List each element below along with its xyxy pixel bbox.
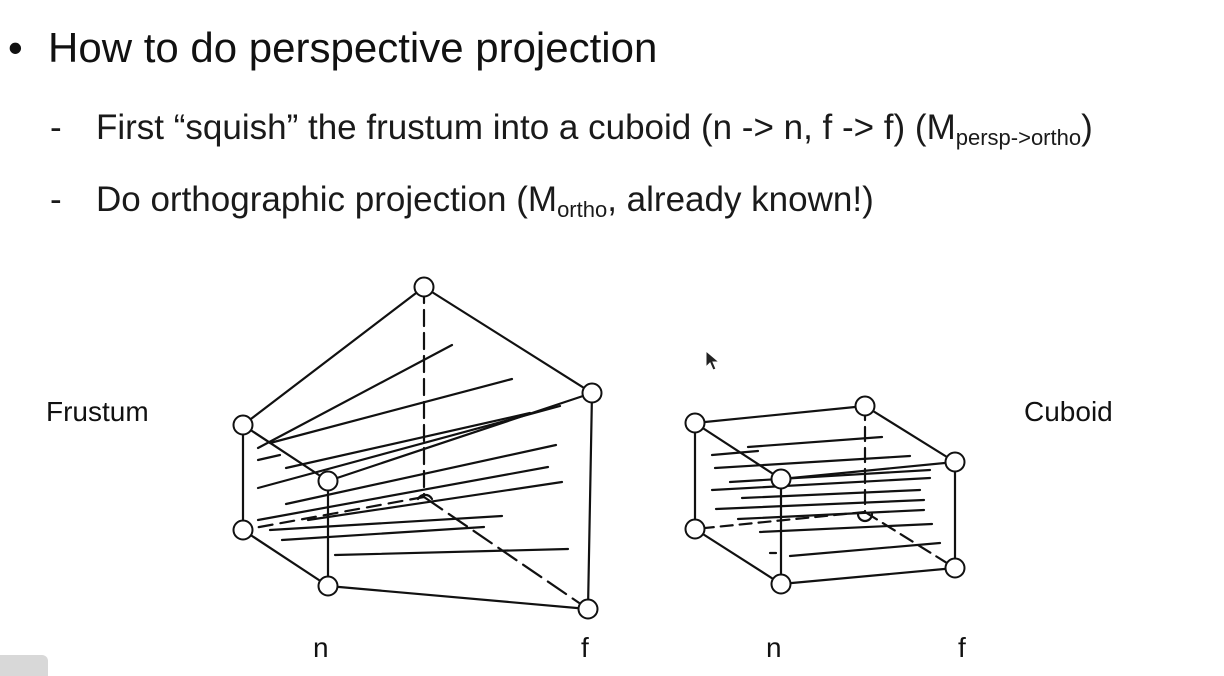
sub-bullet-text: Do orthographic projection (M bbox=[96, 180, 558, 219]
frustum-streak bbox=[284, 443, 558, 506]
frustum-shape bbox=[241, 285, 594, 611]
frustum-vertices bbox=[232, 276, 603, 620]
frustum-edge bbox=[241, 423, 330, 483]
cuboid-vertex bbox=[944, 557, 966, 579]
frustum-edge bbox=[241, 285, 426, 427]
cuboid-streak bbox=[758, 522, 934, 534]
cuboid-streak bbox=[740, 488, 922, 500]
frustum-vertex bbox=[577, 598, 599, 620]
frustum-vertex bbox=[317, 470, 339, 492]
cuboid-near-label: n bbox=[766, 632, 782, 663]
cuboid-vertices bbox=[684, 395, 966, 595]
frustum-vertex bbox=[317, 575, 339, 597]
cuboid-streak bbox=[788, 541, 942, 558]
mouse-pointer-icon bbox=[705, 350, 721, 371]
cuboid-edge bbox=[693, 527, 783, 586]
frustum-vertex bbox=[581, 382, 603, 404]
cuboid-vertex bbox=[854, 395, 876, 417]
matrix-subscript: ortho bbox=[557, 197, 608, 222]
cuboid-label: Cuboid bbox=[1024, 396, 1113, 427]
cuboid-far-label: f bbox=[958, 632, 966, 663]
cuboid-streak bbox=[713, 454, 912, 470]
cuboid-edge bbox=[779, 566, 957, 586]
cuboid-edge bbox=[693, 404, 867, 425]
cuboid-shape bbox=[693, 404, 957, 586]
frustum-far-label: f bbox=[581, 632, 589, 663]
frustum-vertex bbox=[232, 519, 254, 541]
frustum-label: Frustum bbox=[46, 396, 149, 427]
cuboid-hidden-vertex bbox=[856, 512, 874, 523]
frustum-edge bbox=[326, 391, 594, 483]
sub-bullet-ortho: -Do orthographic projection (Mortho, alr… bbox=[50, 178, 874, 222]
cuboid-streak bbox=[728, 468, 932, 484]
frustum-streak bbox=[256, 404, 562, 490]
frustum-edge bbox=[586, 391, 594, 611]
main-bullet: • How to do perspective projection bbox=[8, 22, 657, 74]
main-bullet-text: How to do perspective projection bbox=[48, 24, 658, 71]
sub-bullet-marker: - bbox=[50, 108, 62, 147]
frustum-hidden-vertex bbox=[416, 493, 434, 501]
frustum-streak bbox=[333, 547, 570, 557]
frustum-streak bbox=[284, 411, 532, 470]
cuboid-streak bbox=[710, 449, 760, 457]
cuboid-vertex bbox=[944, 451, 966, 473]
frustum-streak bbox=[256, 465, 550, 522]
frustum-streak bbox=[268, 514, 504, 532]
sub-bullet-suffix: ) bbox=[1081, 108, 1093, 147]
cuboid-streak bbox=[710, 476, 932, 492]
cuboid-vertex bbox=[770, 573, 792, 595]
frustum-hidden-edge bbox=[422, 495, 590, 611]
cuboid-vertex bbox=[684, 412, 706, 434]
cuboid-vertex bbox=[770, 468, 792, 490]
cuboid-streak bbox=[714, 498, 926, 511]
frustum-near-label: n bbox=[313, 632, 329, 663]
frustum-hidden-edge bbox=[241, 495, 426, 532]
frustum-streak bbox=[256, 343, 454, 450]
webcam-thumbnail bbox=[0, 655, 48, 676]
sub-bullet-text: First “squish” the frustum into a cuboid… bbox=[96, 108, 956, 147]
frustum-vertex bbox=[413, 276, 435, 298]
frustum-edge bbox=[241, 528, 330, 588]
cuboid-vertex bbox=[684, 518, 706, 540]
cuboid-streak bbox=[736, 508, 926, 521]
sub-bullet-marker: - bbox=[50, 180, 62, 219]
frustum-edge bbox=[422, 285, 594, 395]
frustum-streak bbox=[306, 480, 564, 522]
cuboid-edge bbox=[863, 404, 957, 464]
cuboid-edge bbox=[693, 421, 783, 481]
sub-bullet-squish: -First “squish” the frustum into a cuboi… bbox=[50, 106, 1093, 150]
sub-bullet-suffix: , already known!) bbox=[607, 180, 874, 219]
cuboid-hidden-edge bbox=[863, 510, 957, 570]
cuboid-streak bbox=[746, 435, 884, 449]
frustum-vertex bbox=[232, 414, 254, 436]
frustum-streak bbox=[280, 525, 486, 542]
matrix-subscript: persp->ortho bbox=[955, 125, 1082, 150]
frustum-streak bbox=[268, 377, 514, 445]
frustum-streak bbox=[256, 453, 282, 462]
bullet-marker: • bbox=[8, 24, 23, 71]
frustum-edge bbox=[326, 584, 590, 611]
